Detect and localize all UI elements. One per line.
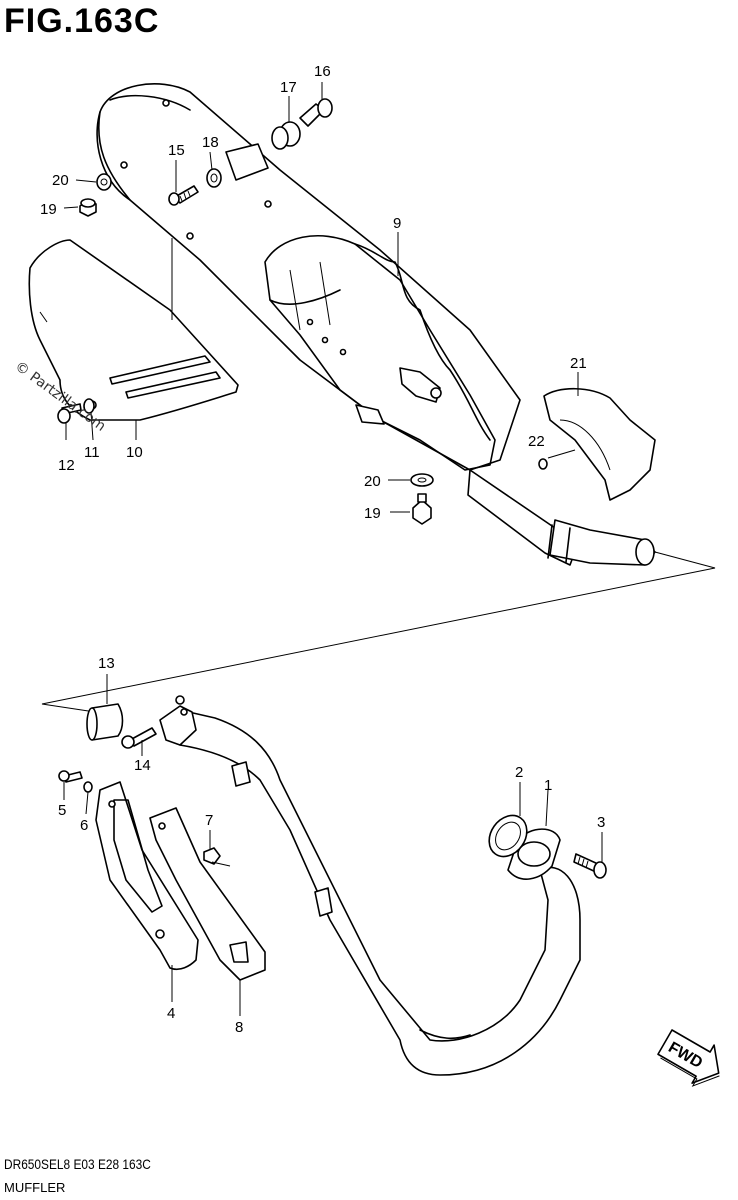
- part-12-bolt[interactable]: [57, 403, 82, 424]
- part-18-washer[interactable]: [206, 168, 222, 188]
- figure-title: FIG.163C: [4, 2, 160, 40]
- callout-7: 7: [205, 812, 213, 829]
- part-3-bolt[interactable]: [573, 853, 607, 879]
- callout-9: 9: [393, 215, 401, 232]
- callout-16: 16: [314, 63, 331, 80]
- callout-1: 1: [544, 777, 552, 794]
- callout-17: 17: [280, 79, 297, 96]
- part-17-cushion[interactable]: [271, 121, 301, 150]
- callout-22: 22: [528, 433, 545, 450]
- part-2-gasket[interactable]: [481, 808, 534, 864]
- part-19-nut-middle[interactable]: [412, 493, 432, 525]
- arrow-right-icon: [657, 1029, 720, 1084]
- part-1-exhaust-pipe[interactable]: [159, 695, 581, 1076]
- part-22-screw[interactable]: [538, 458, 548, 470]
- fwd-direction-tag: FWD: [657, 1029, 720, 1087]
- part-21-heat-guard[interactable]: [543, 387, 656, 501]
- part-6-washer[interactable]: [83, 781, 93, 793]
- callout-14: 14: [134, 757, 151, 774]
- callout-5: 5: [58, 802, 66, 819]
- callout-11: 11: [84, 444, 100, 461]
- part-15-bolt[interactable]: [168, 185, 199, 206]
- assembly-guide-line: [41, 551, 716, 713]
- part-7-nut[interactable]: [203, 847, 221, 865]
- figure-caption: MUFFLER: [4, 1180, 66, 1195]
- callout-10: 10: [126, 444, 143, 461]
- callout-2: 2: [515, 764, 523, 781]
- part-16-bolt[interactable]: [299, 98, 333, 127]
- callout-20-middle: 20: [364, 473, 381, 490]
- part-13-gasket[interactable]: [86, 703, 124, 741]
- callout-4: 4: [167, 1005, 175, 1022]
- part-5-bolt[interactable]: [58, 770, 83, 783]
- callout-6: 6: [80, 817, 88, 834]
- callout-labels: 16 17 18 15 20 19 9 21 22 12 11 10 20 19…: [40, 63, 605, 1036]
- callout-13: 13: [98, 655, 115, 672]
- callout-8: 8: [235, 1019, 243, 1036]
- part-8-protector[interactable]: [149, 807, 266, 981]
- callout-3: 3: [597, 814, 605, 831]
- leader-lines: [63, 82, 603, 1016]
- callout-12: 12: [58, 457, 75, 474]
- callout-18: 18: [202, 134, 219, 151]
- part-20-washer-top[interactable]: [96, 173, 112, 191]
- muffler-body[interactable]: [96, 83, 656, 566]
- part-11-washer[interactable]: [83, 398, 95, 414]
- callout-21: 21: [570, 355, 587, 372]
- callout-20-top: 20: [52, 172, 69, 189]
- callout-15: 15: [168, 142, 185, 159]
- part-19-nut-top[interactable]: [79, 198, 97, 217]
- part-20-washer-middle[interactable]: [410, 473, 434, 487]
- part-4-protector[interactable]: [95, 781, 199, 971]
- callout-19-top: 19: [40, 201, 57, 218]
- part-14-bolt[interactable]: [121, 727, 157, 749]
- model-code: DR650SEL8 E03 E28 163C: [4, 1156, 151, 1172]
- callout-19-middle: 19: [364, 505, 381, 522]
